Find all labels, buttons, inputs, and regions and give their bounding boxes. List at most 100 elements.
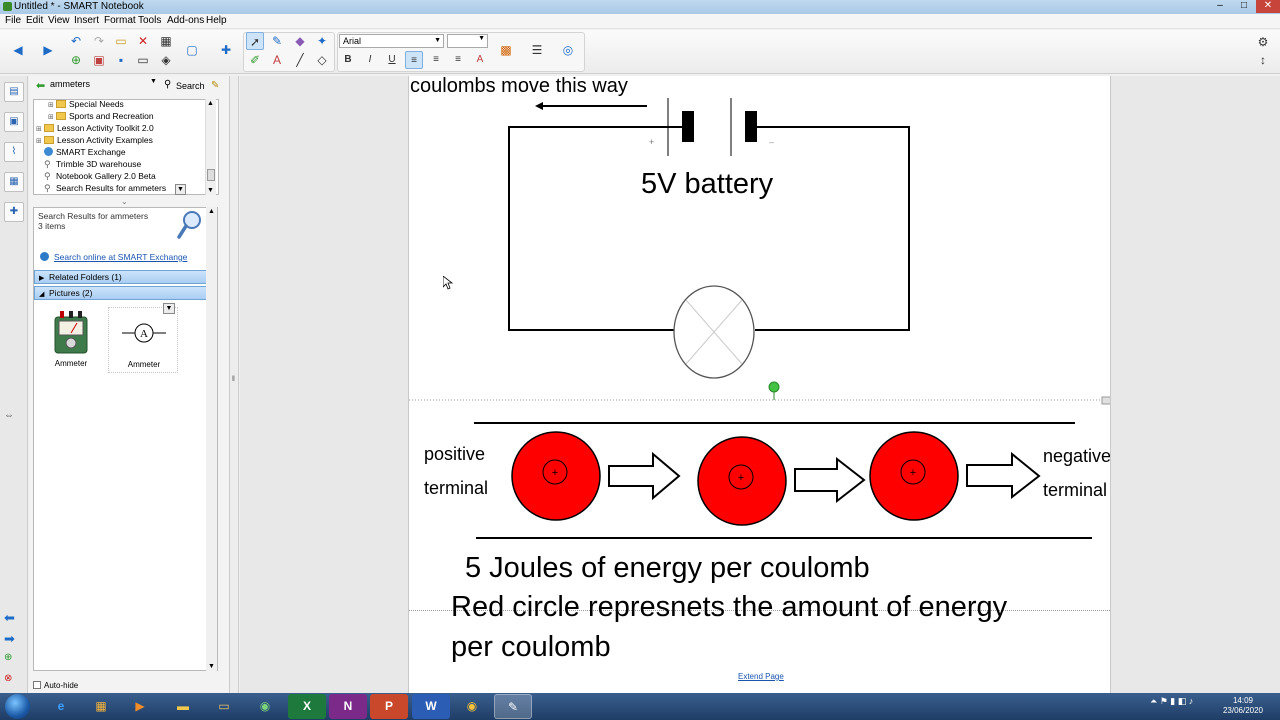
onenote-icon[interactable]: N — [329, 694, 367, 719]
italic-button[interactable]: I — [368, 54, 372, 65]
object-menu-icon[interactable] — [1101, 396, 1111, 405]
undo-icon[interactable]: ↶ — [70, 34, 82, 48]
delete-page-small-icon[interactable]: ⊗ — [4, 673, 13, 684]
charge-3[interactable] — [869, 431, 959, 521]
gallery-search-input[interactable]: ammeters — [50, 79, 91, 89]
expand-icon[interactable]: ⊞ — [36, 126, 42, 133]
explanation-line1[interactable]: Red circle represnets the amount of ener… — [451, 591, 1008, 623]
menu-help[interactable]: Help — [206, 15, 227, 26]
menu-edit[interactable]: Edit — [26, 15, 44, 26]
start-button[interactable] — [5, 694, 30, 719]
energy-statement[interactable]: 5 Joules of energy per coulomb — [465, 552, 870, 584]
menu-format[interactable]: Format — [104, 15, 136, 26]
auto-hide-toggle[interactable]: Auto-hide — [33, 681, 78, 690]
circuit-wire-left[interactable] — [508, 126, 675, 331]
font-size-select[interactable]: ▼ — [447, 34, 488, 48]
properties-icon[interactable]: ◎ — [562, 43, 574, 57]
tree-item-lesson-toolkit[interactable]: ⊞Lesson Activity Toolkit 2.0 — [36, 122, 154, 134]
search-button[interactable]: Search — [176, 81, 205, 91]
charge-1[interactable] — [511, 431, 601, 521]
auto-hide-checkbox[interactable] — [33, 681, 41, 689]
settings-gear-icon[interactable]: ⚙ — [1257, 35, 1269, 49]
redo-icon[interactable]: ↷ — [93, 34, 105, 48]
smart-notebook-task-icon[interactable]: ✎ — [494, 694, 532, 719]
search-icon[interactable]: ⚲ — [164, 79, 172, 90]
gallery-thumb-ammeter-symbol[interactable]: A Ammeter — [108, 307, 178, 373]
fill-icon[interactable]: ◇ — [317, 53, 327, 67]
positive-label-line2[interactable]: terminal — [424, 478, 489, 498]
screen-shade-icon[interactable]: ▭ — [137, 53, 149, 67]
gallery-thumb-ammeter-photo[interactable]: Ammeter — [36, 307, 106, 373]
word-icon[interactable]: W — [412, 694, 450, 719]
delete-icon[interactable]: ✕ — [137, 34, 149, 48]
flow-arrow-1[interactable] — [608, 451, 681, 501]
tree-item-sports[interactable]: ⊞Sports and Recreation — [48, 110, 154, 122]
tree-item-special-needs[interactable]: ⊞Special Needs — [48, 100, 124, 110]
gallery-tab-icon[interactable]: ▣ — [4, 112, 24, 132]
display-icon[interactable]: ▢ — [186, 43, 198, 57]
negative-label-line1[interactable]: negative — [1043, 446, 1111, 466]
folder-icon-2[interactable]: ▭ — [218, 699, 230, 713]
network-icon[interactable]: ◉ — [259, 699, 271, 713]
splitter-grip[interactable]: ⌄ — [121, 197, 128, 206]
line-style-icon[interactable]: ☰ — [531, 43, 543, 57]
expand-icon[interactable]: ⊞ — [48, 114, 54, 121]
open-file-icon[interactable]: ▣ — [93, 53, 105, 67]
pictures-header[interactable]: ◢Pictures (2) — [34, 286, 208, 300]
chrome-icon[interactable]: ◉ — [466, 699, 478, 713]
scroll-thumb[interactable] — [207, 169, 215, 181]
magic-pen-icon[interactable]: ✦ — [316, 34, 328, 48]
excel-icon[interactable]: X — [288, 694, 326, 719]
add-page-icon[interactable]: ⊕ — [70, 53, 82, 67]
related-folders-header[interactable]: ▶Related Folders (1) — [34, 270, 208, 284]
back-arrow-icon[interactable]: ⬅ — [36, 80, 46, 92]
font-family-select[interactable]: Arial▼ — [339, 34, 444, 48]
scroll-up-icon[interactable]: ▲ — [207, 100, 214, 107]
panel-splitter[interactable]: ‖ — [229, 76, 239, 693]
align-left-icon[interactable]: ≡ — [405, 51, 423, 69]
underline-button[interactable]: U — [388, 54, 396, 65]
battery-plate-short-right[interactable] — [745, 111, 757, 142]
document-camera-icon[interactable]: ◈ — [161, 53, 171, 67]
rotate-handle-icon[interactable] — [768, 381, 780, 393]
scroll-down-icon[interactable]: ▼ — [207, 187, 214, 194]
page-sorter-tab-icon[interactable]: ▤ — [4, 82, 24, 102]
tree-item-search-results[interactable]: ⚲Search Results for ammeters — [44, 183, 167, 193]
maximize-button[interactable]: □ — [1240, 0, 1248, 11]
scroll-up-icon[interactable]: ▲ — [208, 208, 215, 215]
creative-pen-icon[interactable]: ✐ — [249, 53, 261, 67]
results-scrollbar[interactable]: ▲ ▼ — [206, 207, 217, 671]
resize-arrows-icon[interactable]: ⇔ — [4, 410, 14, 421]
bold-button[interactable]: B — [344, 54, 352, 65]
clock[interactable]: 14:09 23/06/2020 — [1218, 696, 1268, 716]
flow-arrow-3[interactable] — [966, 451, 1041, 500]
tree-item-smart-exchange[interactable]: SMART Exchange — [36, 146, 126, 158]
open-icon[interactable]: ▭ — [115, 34, 127, 48]
coulombs-note[interactable]: coulombs move this way — [410, 76, 628, 97]
wand-icon[interactable]: ✎ — [211, 80, 220, 91]
add-ons-icon[interactable]: ✚ — [220, 43, 232, 57]
chevron-down-icon[interactable]: ▼ — [150, 78, 157, 85]
properties-tab-icon[interactable]: ▦ — [4, 172, 24, 192]
notebook-page[interactable]: + – + + + cou — [408, 76, 1111, 693]
select-icon[interactable]: ➚ — [246, 32, 264, 50]
tree-item-notebook-gallery[interactable]: ⚲Notebook Gallery 2.0 Beta — [44, 171, 156, 181]
folder-icon[interactable]: ▬ — [177, 699, 189, 713]
text-style-icon[interactable]: A — [476, 54, 484, 65]
tree-item-dropdown[interactable]: ▼ — [175, 184, 186, 195]
color-palette-icon[interactable]: ▩ — [500, 43, 512, 57]
pen-icon[interactable]: ✎ — [271, 34, 283, 48]
negative-label-line2[interactable]: terminal — [1043, 480, 1108, 500]
file-explorer-icon[interactable]: ▦ — [95, 699, 107, 713]
menu-view[interactable]: View — [48, 15, 70, 26]
battery-label[interactable]: 5V battery — [641, 168, 774, 200]
eraser-icon[interactable]: ◆ — [295, 34, 305, 48]
attachments-tab-icon[interactable]: ⌇ — [4, 142, 24, 162]
expand-icon[interactable]: ⊞ — [36, 138, 42, 145]
menu-tools[interactable]: Tools — [138, 15, 162, 26]
internet-explorer-icon[interactable]: e — [57, 699, 65, 713]
charge-2[interactable] — [697, 436, 787, 526]
minimize-button[interactable]: – — [1217, 0, 1223, 11]
tree-item-trimble[interactable]: ⚲Trimble 3D warehouse — [44, 159, 142, 169]
next-page-small-icon[interactable]: ➡ — [4, 631, 15, 646]
